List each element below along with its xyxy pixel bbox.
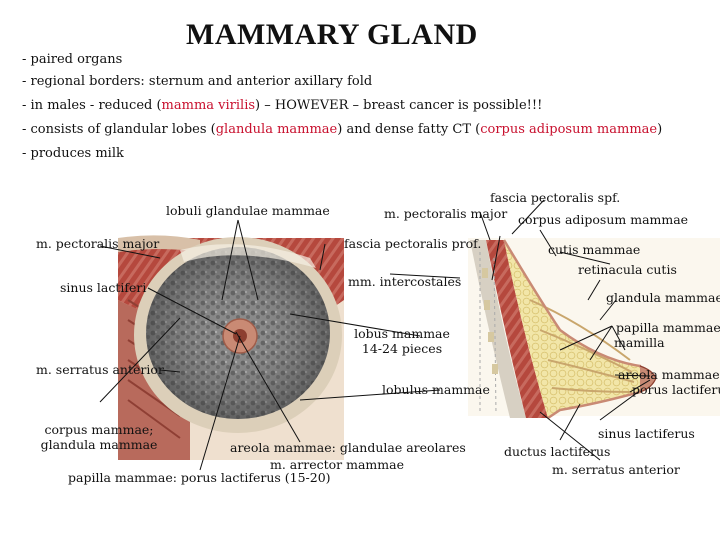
label-corpus-line1: corpus mammae; — [34, 422, 164, 437]
label-papilla-porus: papilla mammae: porus lactiferus (15-20) — [68, 470, 331, 485]
label-fascia-prof: fascia pectoralis prof. — [344, 236, 481, 251]
label-corpus-mammae: corpus mammae; glandula mammae — [34, 422, 164, 452]
label-areola-mammae-right: areola mammae — [618, 367, 720, 382]
label-lobus-line1: lobus mammae — [350, 326, 454, 341]
label-sinus-lactiferus: sinus lactiferus — [598, 426, 695, 441]
label-lobus-mammae: lobus mammae 14-24 pieces — [350, 326, 454, 356]
label-retinacula-cutis: retinacula cutis — [578, 262, 677, 277]
label-fascia-spf: fascia pectoralis spf. — [490, 190, 620, 205]
label-pectoralis-major-left: m. pectoralis major — [36, 236, 159, 251]
label-sinus-lactiferi: sinus lactiferi — [60, 280, 146, 295]
label-lobus-line2: 14-24 pieces — [350, 341, 454, 356]
label-mamilla: mamilla — [614, 335, 665, 350]
label-porus-lactiferus: porus lactiferus — [632, 382, 720, 397]
label-intercostales: mm. intercostales — [348, 274, 461, 289]
label-lobuli-glandulae: lobuli glandulae mammae — [166, 203, 330, 218]
label-pectoralis-major-right: m. pectoralis major — [384, 206, 507, 221]
label-corpus-line2: glandula mammae — [34, 437, 164, 452]
label-serratus-left: m. serratus anterior — [36, 362, 164, 377]
label-lobulus-mammae: lobulus mammae — [382, 382, 490, 397]
label-glandula-mammae-right: glandula mammae — [606, 290, 720, 305]
label-papilla-mammae-right: papilla mammae — [616, 320, 720, 335]
label-cutis-mammae: cutis mammae — [548, 242, 640, 257]
label-serratus-right: m. serratus anterior — [552, 462, 680, 477]
label-corpus-adiposum: corpus adiposum mammae — [518, 212, 688, 227]
label-ductus-lactiferus: ductus lactiferus — [504, 444, 610, 459]
label-areola-glandulae: areola mammae: glandulae areolares — [230, 440, 466, 455]
